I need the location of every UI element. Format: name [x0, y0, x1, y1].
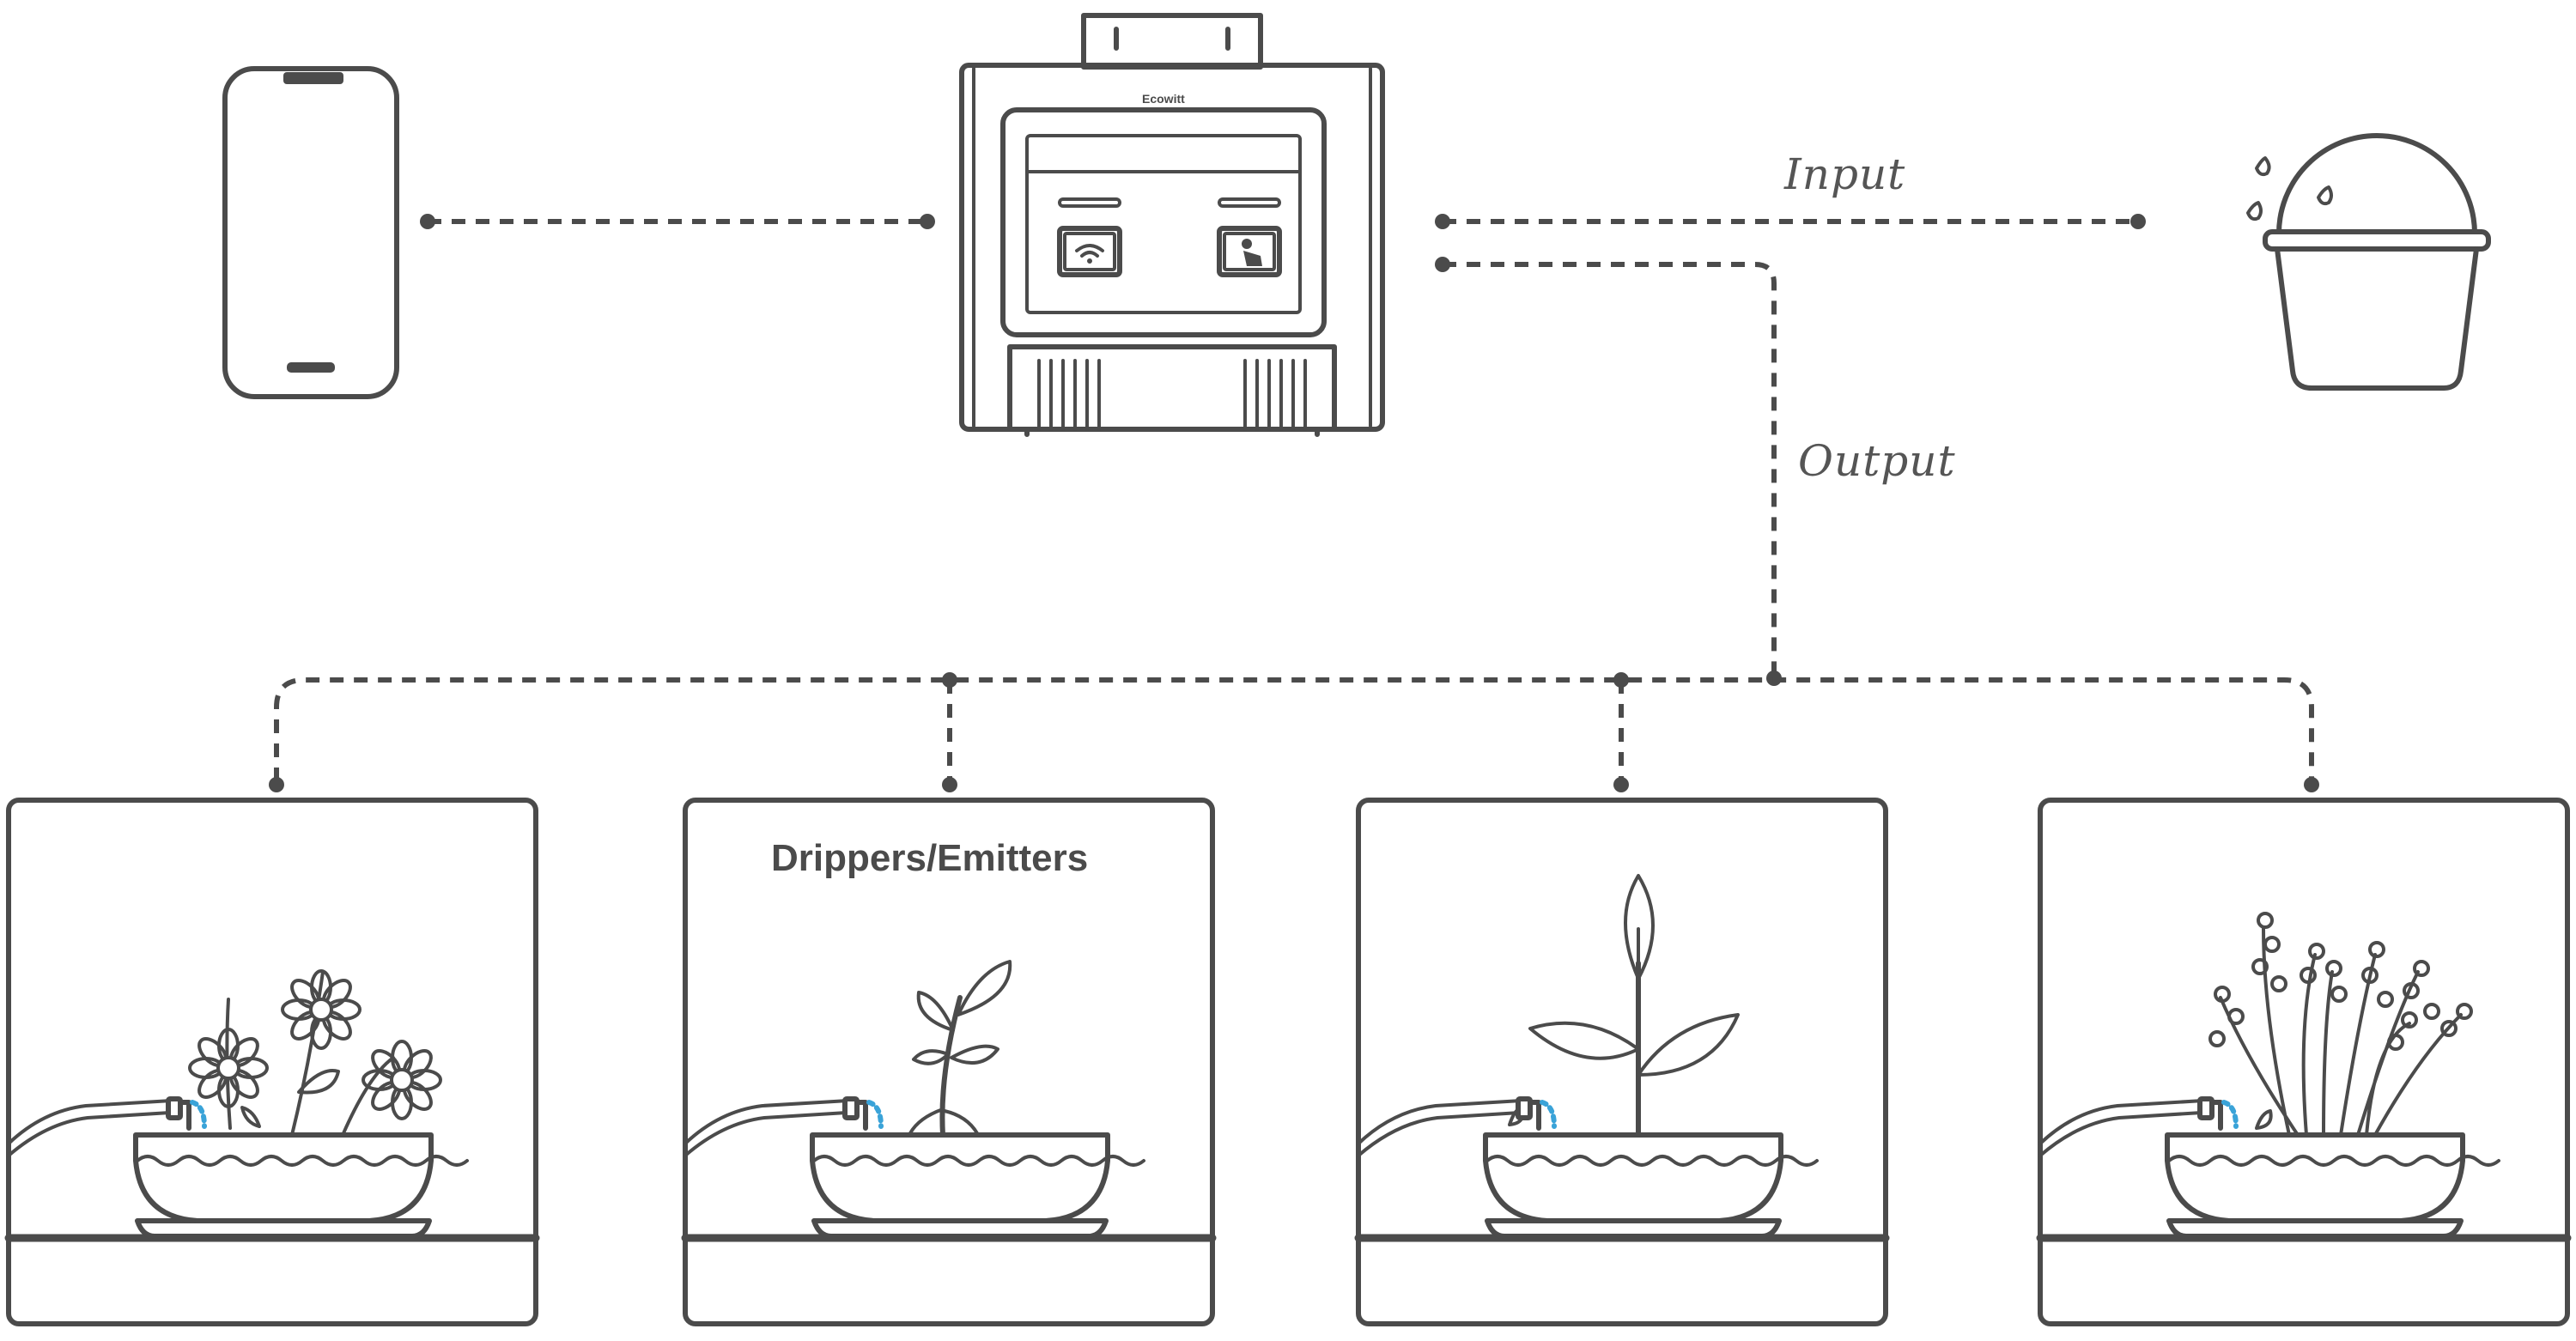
lavender-flowers-icon: [2208, 912, 2473, 1137]
sprout-icon: [908, 960, 1012, 1138]
watering-controller-device: Ecowitt: [959, 13, 1385, 437]
plant-box-leafy: [1358, 798, 1886, 1326]
touch-button-icon: [1217, 226, 1282, 277]
output-link: [1435, 257, 1782, 686]
brand-logo: Ecowitt: [1142, 92, 1185, 106]
water-bucket-icon: [2246, 133, 2491, 391]
daisy-flowers-icon: [188, 969, 442, 1137]
smartphone-icon: [222, 66, 399, 399]
leafy-plant-icon: [1508, 874, 1740, 1138]
wifi-button-icon: [1057, 226, 1122, 277]
phone-controller-link: [420, 214, 935, 229]
drippers-emitters-label: Drippers/Emitters: [771, 837, 1088, 879]
distribution-bus: [269, 672, 2319, 792]
plant-box-daisy: [9, 798, 536, 1326]
input-link: [1435, 214, 2146, 229]
output-label: Output: [1798, 436, 1956, 486]
plant-box-sprout: Drippers/Emitters: [685, 798, 1212, 1326]
input-label: Input: [1783, 149, 1905, 199]
plant-box-lavender: [2040, 798, 2567, 1326]
